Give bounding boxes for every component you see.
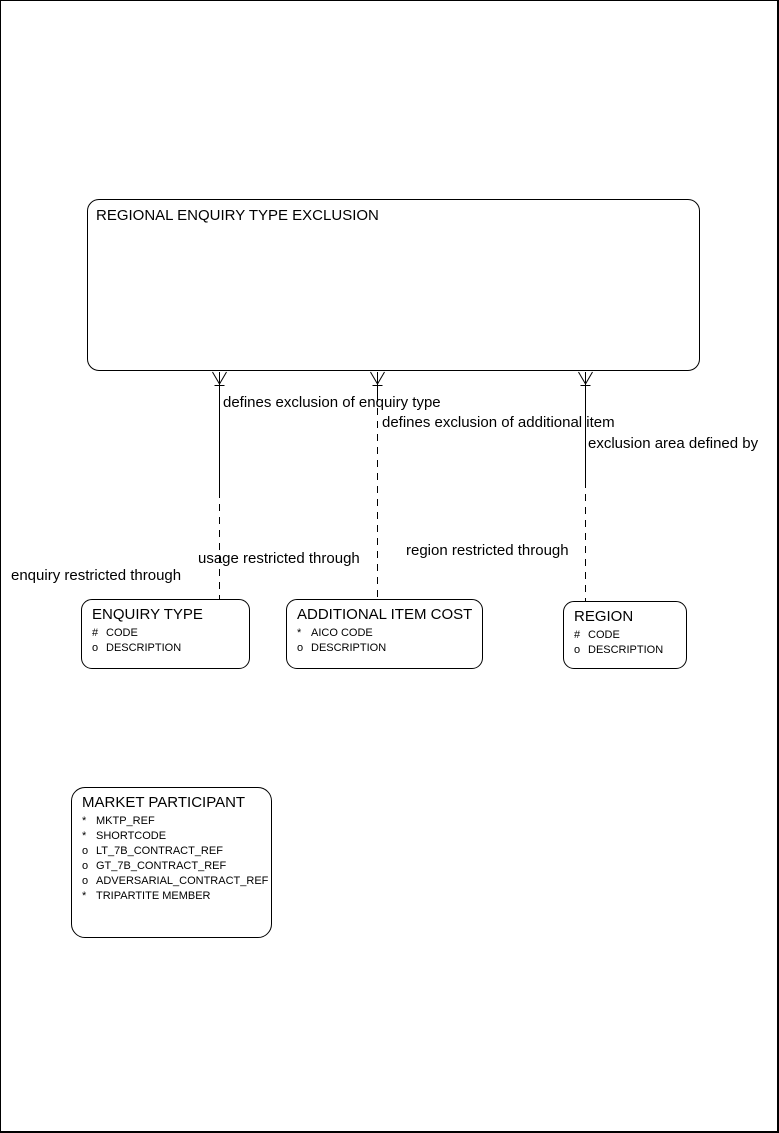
attribute-name: CODE — [106, 627, 138, 639]
attribute-name: TRIPARTITE MEMBER — [96, 890, 211, 902]
attribute-name: DESCRIPTION — [106, 642, 182, 654]
entity-market-participant: MARKET PARTICIPANT *MKTP_REF *SHORTCODE … — [71, 787, 272, 938]
attribute-row: * AICO CODE — [297, 626, 478, 641]
relationship-label: defines exclusion of additional item — [382, 414, 615, 431]
attribute-prefix: o — [82, 860, 89, 872]
attribute-row: o DESCRIPTION — [92, 641, 245, 656]
attribute-row: * MKTP_REF — [82, 814, 267, 829]
connector-region — [578, 371, 593, 601]
attribute-name: GT_7B_CONTRACT_REF — [96, 860, 227, 872]
entity-title: ADDITIONAL ITEM COST — [297, 606, 473, 623]
attribute-row: * SHORTCODE — [82, 829, 267, 844]
entity-region: REGION # CODE o DESCRIPTION — [563, 601, 687, 669]
attribute-row: # CODE — [574, 628, 682, 643]
attribute-prefix: * — [82, 830, 87, 842]
attribute-name: LT_7B_CONTRACT_REF — [96, 845, 223, 857]
crowsfoot-icon — [212, 371, 220, 385]
attribute-prefix: * — [82, 890, 87, 902]
relationship-label: usage restricted through — [198, 550, 360, 567]
attribute-name: CODE — [588, 629, 620, 641]
attribute-row: * TRIPARTITE MEMBER — [82, 889, 267, 904]
attribute-prefix: o — [92, 642, 99, 654]
attribute-prefix: o — [297, 642, 304, 654]
attribute-name: MKTP_REF — [96, 815, 155, 827]
crowsfoot-icon — [370, 371, 378, 385]
relationship-label: region restricted through — [406, 542, 569, 559]
attribute-prefix: * — [82, 815, 87, 827]
attribute-name: DESCRIPTION — [311, 642, 387, 654]
attribute-prefix: # — [92, 627, 99, 639]
attribute-row: o GT_7B_CONTRACT_REF — [82, 859, 267, 874]
attribute-prefix: o — [82, 845, 89, 857]
attribute-row: o DESCRIPTION — [574, 643, 682, 658]
entity-additional-item-cost: ADDITIONAL ITEM COST * AICO CODE o DESCRIP… — [286, 599, 483, 669]
attribute-prefix: o — [574, 644, 581, 656]
attribute-prefix: o — [82, 875, 89, 887]
entity-title: REGION — [574, 608, 634, 625]
relationship-label: enquiry restricted through — [11, 567, 182, 584]
crowsfoot-icon — [578, 371, 586, 385]
attribute-prefix: # — [574, 629, 581, 641]
relationship-label: exclusion area defined by — [588, 435, 759, 452]
attribute-row: # CODE — [92, 626, 245, 641]
attribute-prefix: * — [297, 627, 302, 639]
attribute-row: o ADVERSARIAL_CONTRACT_REF — [82, 874, 269, 889]
entity-title: MARKET PARTICIPANT — [82, 794, 246, 811]
attribute-row: o DESCRIPTION — [297, 641, 478, 656]
attribute-name: SHORTCODE — [96, 830, 167, 842]
attribute-name: AICO CODE — [311, 627, 373, 639]
entity-enquiry-type: ENQUIRY TYPE # CODE o DESCRIPTION — [81, 599, 250, 669]
attribute-name: DESCRIPTION — [588, 644, 664, 656]
entity-title: REGIONAL ENQUIRY TYPE EXCLUSION — [96, 207, 379, 224]
entity-regional-enquiry-type-exclusion: REGIONAL ENQUIRY TYPE EXCLUSION — [87, 199, 700, 371]
entity-title: ENQUIRY TYPE — [92, 606, 203, 623]
attribute-name: ADVERSARIAL_CONTRACT_REF — [96, 875, 269, 887]
attribute-row: o LT_7B_CONTRACT_REF — [82, 844, 267, 859]
relationship-label: defines exclusion of enquiry type — [223, 394, 441, 411]
